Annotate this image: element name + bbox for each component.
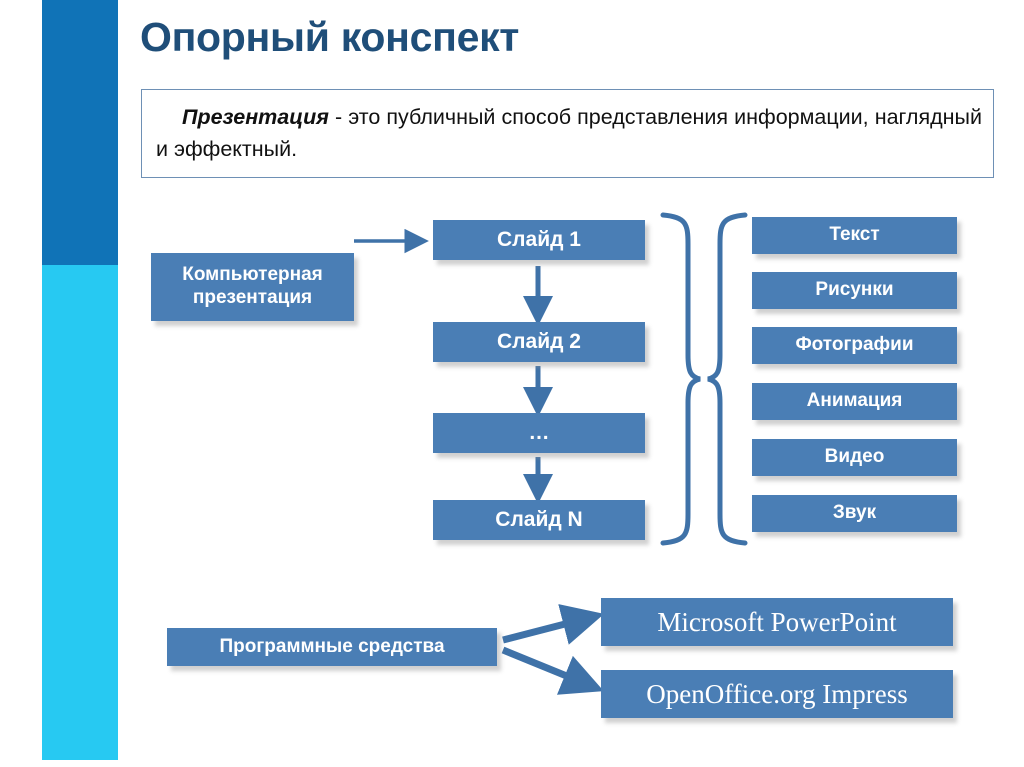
node-software-tools[interactable]: Программные средства	[167, 628, 497, 666]
definition-text: Презентация - это публичный способ предс…	[156, 101, 982, 165]
node-label: …	[528, 421, 550, 445]
node-label: Текст	[829, 224, 880, 246]
node-content-sound[interactable]: Звук	[752, 495, 957, 532]
node-label: Слайд N	[495, 508, 583, 532]
node-label: Рисунки	[815, 279, 894, 301]
node-label: Видео	[824, 446, 885, 468]
node-slide-ellipsis[interactable]: …	[433, 413, 645, 453]
node-label: Программные средства	[219, 635, 445, 657]
sidebar-accent-dark	[42, 0, 118, 265]
definition-dash: -	[335, 105, 343, 129]
arrow-software-to-powerpoint	[502, 604, 605, 645]
node-label: Звук	[832, 502, 877, 524]
definition-term: Презентация	[182, 105, 329, 129]
node-label: OpenOffice.org Impress	[646, 678, 908, 709]
node-slide-n[interactable]: Слайд N	[433, 500, 645, 540]
node-content-animation[interactable]: Анимация	[752, 383, 957, 420]
node-content-photos[interactable]: Фотографии	[752, 327, 957, 364]
node-computer-presentation[interactable]: Компьютерная презентация	[151, 253, 354, 321]
node-slide-1[interactable]: Слайд 1	[433, 220, 645, 260]
closing-brace	[660, 212, 701, 546]
node-content-pictures[interactable]: Рисунки	[752, 272, 957, 309]
node-label: Фотографии	[795, 334, 914, 356]
node-content-video[interactable]: Видео	[752, 439, 957, 476]
node-software-impress[interactable]: OpenOffice.org Impress	[601, 670, 953, 718]
definition-rest: это публичный способ представления инфор…	[156, 105, 982, 161]
node-label: Microsoft PowerPoint	[657, 606, 897, 637]
node-label: Слайд 2	[497, 330, 581, 354]
decorative-sidebar	[42, 0, 118, 767]
definition-box: Презентация - это публичный способ предс…	[141, 89, 994, 178]
node-label: Анимация	[806, 390, 903, 412]
node-label: Компьютерная презентация	[182, 264, 323, 308]
node-content-text[interactable]: Текст	[752, 217, 957, 254]
node-slide-2[interactable]: Слайд 2	[433, 322, 645, 362]
sidebar-accent-light	[42, 265, 118, 760]
node-software-powerpoint[interactable]: Microsoft PowerPoint	[601, 598, 953, 646]
page-title: Опорный конспект	[140, 14, 520, 60]
node-label: Слайд 1	[497, 228, 581, 252]
arrow-software-to-impress	[501, 646, 604, 695]
opening-brace	[707, 212, 748, 546]
